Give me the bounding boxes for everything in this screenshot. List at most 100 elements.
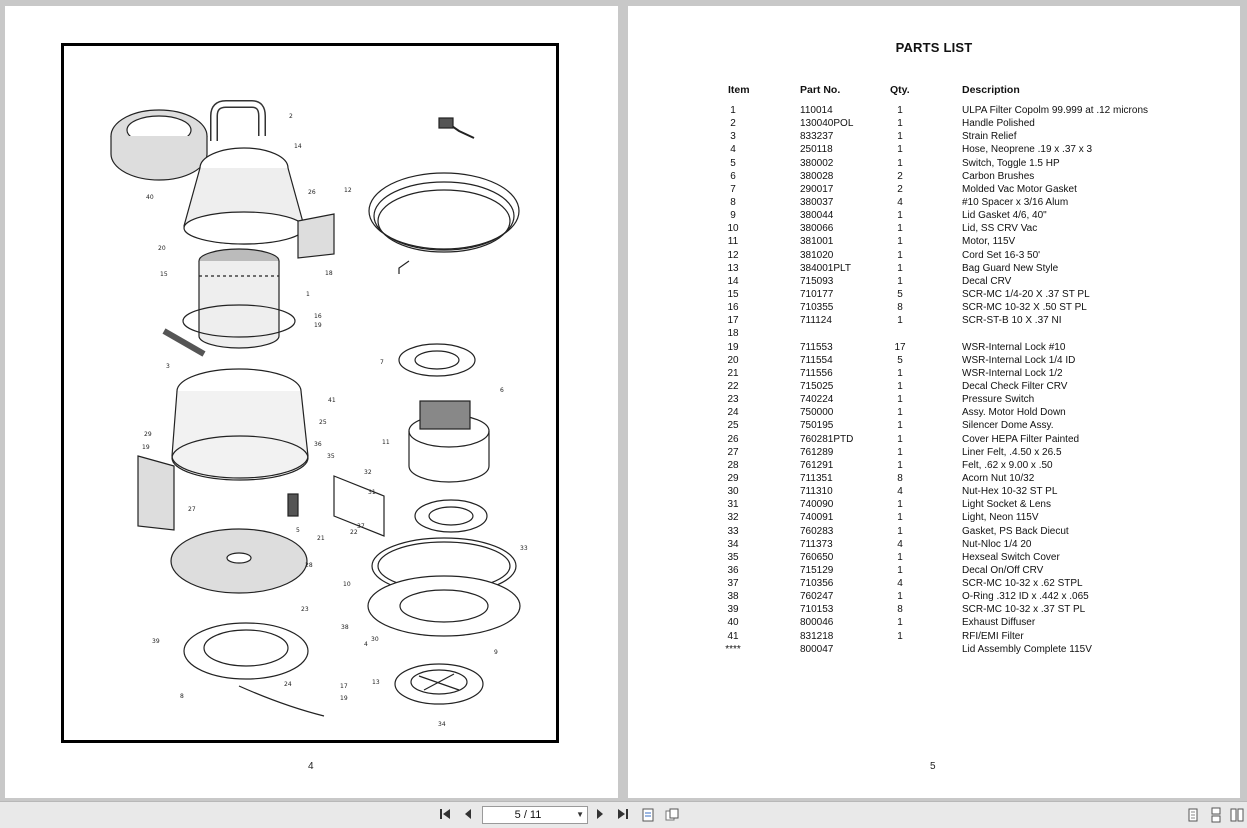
- row-qty: 1: [897, 564, 903, 576]
- viewer-toolbar: 5 / 11 ▼: [0, 801, 1247, 828]
- row-item: 18: [727, 328, 739, 340]
- row-item: 23: [727, 394, 739, 406]
- row-part-no: 711351: [800, 472, 833, 484]
- row-item: 33: [727, 525, 739, 537]
- row-description: Gasket, PS Back Diecut: [962, 525, 1069, 537]
- row-item: 7: [730, 183, 736, 195]
- row-description: Lid Assembly Complete 115V: [962, 643, 1092, 655]
- continuous-view-icon[interactable]: [1209, 807, 1223, 823]
- row-qty: 1: [897, 249, 903, 261]
- svg-text:27: 27: [188, 506, 196, 513]
- row-qty: 1: [897, 525, 903, 537]
- svg-text:3: 3: [166, 363, 170, 370]
- row-qty: 2: [897, 170, 903, 182]
- row-part-no: 715093: [800, 275, 834, 287]
- row-qty: 1: [897, 131, 903, 143]
- row-item: 41: [727, 630, 739, 642]
- row-part-no: 380037: [800, 196, 834, 208]
- two-page-view-icon[interactable]: [1230, 807, 1244, 823]
- row-item: 4: [730, 144, 736, 156]
- fit-width-icon[interactable]: [664, 807, 680, 823]
- row-item: 40: [727, 617, 739, 629]
- row-qty: 17: [894, 341, 906, 353]
- row-item: 1: [730, 105, 736, 116]
- row-qty: 1: [897, 433, 903, 445]
- svg-text:6: 6: [500, 387, 504, 394]
- row-qty: 8: [897, 302, 903, 314]
- svg-text:12: 12: [344, 187, 352, 194]
- row-item: 25: [727, 420, 739, 432]
- last-page-icon[interactable]: [616, 807, 630, 823]
- row-description: WSR-Internal Lock 1/4 ID: [962, 354, 1076, 366]
- svg-text:26: 26: [308, 189, 316, 196]
- row-description: Light, Neon 115V: [962, 512, 1039, 524]
- row-part-no: 760283: [800, 525, 834, 537]
- prev-page-icon[interactable]: [462, 807, 474, 823]
- row-part-no: 380028: [800, 170, 834, 182]
- row-description: Molded Vac Motor Gasket: [962, 183, 1077, 195]
- svg-text:36: 36: [314, 441, 322, 448]
- row-item: 10: [727, 223, 739, 235]
- row-part-no: 715129: [800, 564, 834, 576]
- row-qty: 1: [897, 105, 903, 116]
- row-description: SCR-MC 10-32 X .50 ST PL: [962, 302, 1087, 314]
- column-header-item: Item: [728, 84, 750, 96]
- svg-text:38: 38: [341, 624, 349, 631]
- row-item: 3: [730, 131, 736, 143]
- row-qty: 8: [897, 604, 903, 616]
- row-description: Cover HEPA Filter Painted: [962, 433, 1080, 445]
- first-page-icon[interactable]: [438, 807, 452, 823]
- row-item: 11: [727, 236, 739, 248]
- row-qty: 1: [897, 446, 903, 458]
- row-qty: 4: [897, 196, 903, 208]
- row-item: 17: [727, 315, 739, 327]
- row-description: Liner Felt, .4.50 x 26.5: [962, 446, 1062, 458]
- row-item: 20: [727, 354, 739, 366]
- row-item: 5: [730, 157, 736, 169]
- row-item: ****: [725, 643, 741, 655]
- page-number-select[interactable]: 5 / 11 ▼: [482, 806, 588, 824]
- svg-text:39: 39: [152, 638, 160, 645]
- row-item: 28: [727, 459, 739, 471]
- row-part-no: 750195: [800, 420, 834, 432]
- column-header-qty: Qty.: [890, 84, 910, 96]
- fit-page-icon[interactable]: [640, 807, 656, 823]
- svg-text:15: 15: [160, 271, 168, 278]
- left-page-number: 4: [308, 761, 314, 772]
- svg-text:10: 10: [343, 581, 351, 588]
- row-description: Nut-Hex 10-32 ST PL: [962, 486, 1058, 498]
- svg-text:9: 9: [494, 649, 498, 656]
- row-part-no: 710356: [800, 578, 834, 590]
- row-part-no: 710355: [800, 302, 834, 314]
- svg-text:19: 19: [340, 695, 348, 702]
- chevron-down-icon: ▼: [576, 810, 584, 819]
- single-page-view-icon[interactable]: [1186, 807, 1200, 823]
- svg-text:24: 24: [284, 681, 292, 688]
- row-description: ULPA Filter Copolm 99.999 at .12 microns: [962, 105, 1149, 116]
- svg-text:5: 5: [296, 527, 300, 534]
- row-item: 37: [727, 578, 739, 590]
- row-item: 16: [727, 302, 739, 314]
- row-qty: 1: [897, 591, 903, 603]
- row-part-no: 761289: [800, 446, 834, 458]
- row-part-no: 711556: [800, 367, 833, 379]
- next-page-icon[interactable]: [594, 807, 606, 823]
- svg-text:32: 32: [364, 469, 372, 476]
- svg-text:41: 41: [328, 397, 336, 404]
